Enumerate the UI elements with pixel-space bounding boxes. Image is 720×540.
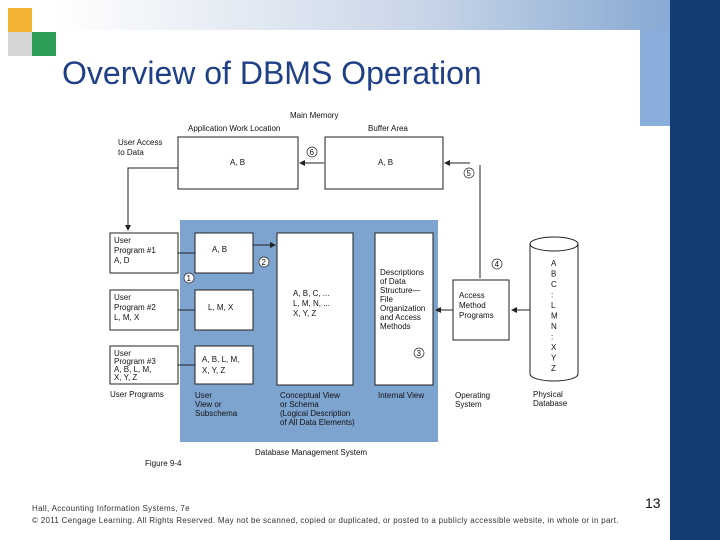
- physical-database-letter: B: [551, 270, 556, 279]
- physical-database-letter: Z: [551, 364, 556, 373]
- user-program-2-line-3: L, M, X: [114, 313, 140, 322]
- app-work-location-box: [177, 136, 299, 190]
- physical-database-letter: :: [551, 333, 553, 342]
- operating-system-label-2: System: [455, 400, 482, 409]
- user-program-3-line-4: X, Y, Z: [114, 373, 137, 382]
- user-view-label-2: View or: [195, 400, 222, 409]
- step-6: 6: [310, 148, 315, 157]
- step-3: 3: [417, 349, 422, 358]
- internal-view-label: Internal View: [378, 391, 424, 400]
- physical-database-letter: A: [551, 259, 557, 268]
- physical-database-cylinder: [529, 244, 579, 382]
- subschema-3-value-2: X, Y, Z: [202, 366, 225, 375]
- right-accent-block: [640, 30, 670, 126]
- dbms-label: Database Management System: [255, 448, 367, 457]
- top-gradient-band: [56, 0, 720, 30]
- internal-desc-1: Descriptions: [380, 268, 424, 277]
- conceptual-value-2: L, M, N, ...: [293, 299, 330, 308]
- access-method-line-2: Method: [459, 301, 486, 310]
- user-view-label-3: Subschema: [195, 409, 238, 418]
- user-access-label-1: User Access: [118, 138, 162, 147]
- physical-database-letter: L: [551, 301, 556, 310]
- conceptual-label-1: Conceptual View: [280, 391, 340, 400]
- green-square-logo: [32, 32, 56, 56]
- conceptual-label-4: of All Data Elements): [280, 418, 355, 427]
- buffer-box-value: A, B: [378, 158, 393, 167]
- app-work-location-label: Application Work Location: [188, 124, 280, 133]
- user-access-label-2: to Data: [118, 148, 144, 157]
- physical-database-letters: ABC:LMN:XYZ: [551, 259, 558, 373]
- step-2: 2: [262, 258, 267, 267]
- white-square-logo: [32, 8, 56, 32]
- user-program-2-line-1: User: [114, 293, 131, 302]
- user-programs-label: User Programs: [110, 390, 164, 399]
- user-program-3-line-3: A, B, L, M,: [114, 365, 151, 374]
- access-method-line-1: Access: [459, 291, 485, 300]
- conceptual-label-3: (Logical Description: [280, 409, 350, 418]
- buffer-area-label: Buffer Area: [368, 124, 408, 133]
- physical-database-letter: Y: [551, 354, 557, 363]
- user-program-2-box: [109, 289, 179, 331]
- footer-copyright: © 2011 Cengage Learning. All Rights Rese…: [32, 516, 619, 525]
- slide-title: Overview of DBMS Operation: [62, 55, 482, 91]
- internal-desc-3: Structure—: [380, 286, 420, 295]
- internal-desc-4: File: [380, 295, 393, 304]
- user-view-label-1: User: [195, 391, 212, 400]
- user-program-1-line-2: Program #1: [114, 246, 156, 255]
- physical-database-letter: C: [551, 280, 557, 289]
- user-program-3-line-1: User: [114, 349, 131, 358]
- figure-label: Figure 9-4: [145, 459, 182, 468]
- physical-database-letter: :: [551, 291, 553, 300]
- subschema-1-box: [194, 232, 254, 274]
- user-program-3-line-2: Program #3: [114, 357, 156, 366]
- internal-desc-6: and Access: [380, 313, 421, 322]
- buffer-area-box: [324, 136, 444, 190]
- user-program-1-line-3: A, D: [114, 256, 130, 265]
- step-1: 1: [187, 274, 192, 283]
- footer-citation: Hall, Accounting Information Systems, 7e: [32, 504, 190, 513]
- internal-desc-2: of Data: [380, 277, 406, 286]
- physical-database-letter: N: [551, 322, 557, 331]
- access-method-box: [452, 279, 510, 341]
- physical-database-letter: M: [551, 312, 558, 321]
- user-program-2-line-2: Program #2: [114, 303, 156, 312]
- orange-square-logo: [8, 8, 32, 32]
- right-side-bar: [670, 0, 720, 540]
- internal-view-box: [374, 232, 434, 386]
- operating-system-label-1: Operating: [455, 391, 490, 400]
- subschema-2-value: L, M, X: [208, 303, 234, 312]
- step-4: 4: [495, 260, 500, 269]
- page-number: 13: [645, 495, 661, 511]
- subschema-3-value-1: A, B, L, M,: [202, 355, 239, 364]
- conceptual-label-2: or Schema: [280, 400, 319, 409]
- user-program-1-box: [109, 232, 179, 274]
- internal-desc-5: Organization: [380, 304, 425, 313]
- subschema-1-value: A, B: [212, 245, 227, 254]
- physical-database-letter: X: [551, 343, 557, 352]
- main-memory-label: Main Memory: [290, 111, 338, 120]
- subschema-2-box: [194, 289, 254, 331]
- access-method-line-3: Programs: [459, 311, 494, 320]
- conceptual-value-3: X, Y, Z: [293, 309, 316, 318]
- user-program-3-box: [109, 345, 179, 385]
- step-5: 5: [467, 169, 472, 178]
- conceptual-schema-box: [276, 232, 354, 386]
- conceptual-value-1: A, B, C, ...: [293, 289, 329, 298]
- physical-database-label-2: Database: [533, 399, 568, 408]
- physical-database-label-1: Physical: [533, 390, 563, 399]
- subschema-3-box: [194, 345, 254, 385]
- internal-desc-7: Methods: [380, 322, 411, 331]
- user-program-1-line-1: User: [114, 236, 131, 245]
- gray-square-logo: [8, 32, 32, 56]
- app-box-value: A, B: [230, 158, 245, 167]
